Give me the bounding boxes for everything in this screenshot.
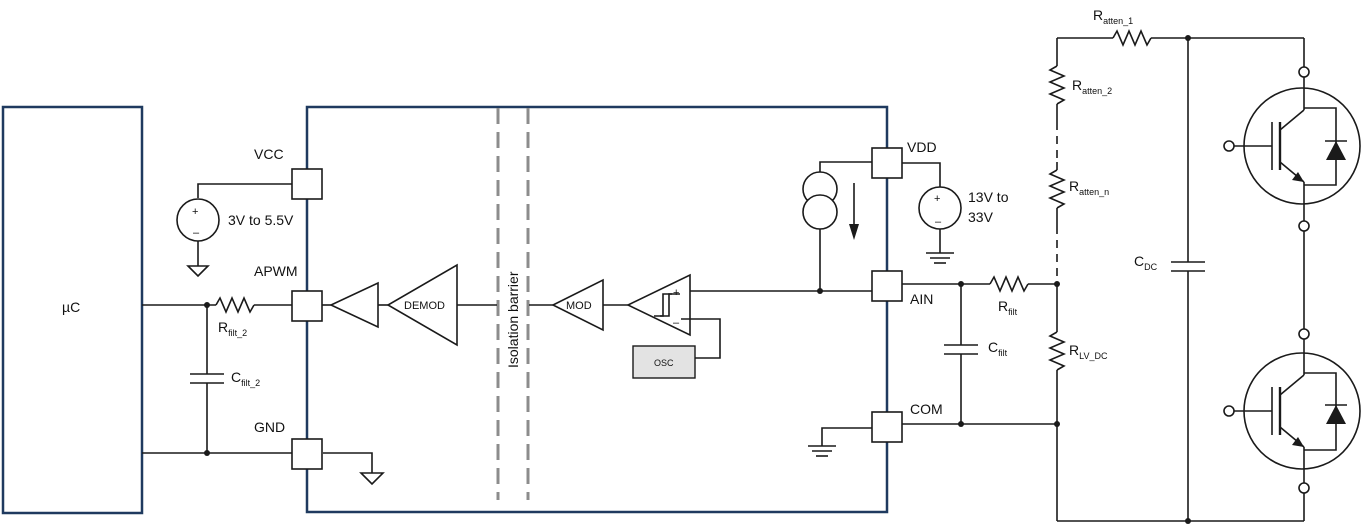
pin-apwm (291, 290, 323, 322)
demodulator (386, 263, 497, 347)
internal-ground (808, 427, 872, 457)
cfilt-label: Cfilt (988, 339, 1008, 358)
high-supply-label-line2: 33V (968, 209, 994, 225)
modulator (529, 278, 628, 332)
pin-com (871, 411, 903, 443)
supply-minus-low: – (193, 227, 200, 239)
sigma-delta-comparator (626, 273, 872, 359)
osc-label: OSC (654, 358, 674, 368)
pin-vcc (291, 168, 323, 200)
rlvdc-label: RLV_DC (1069, 342, 1108, 361)
isolation-barrier: Isolation barrier (496, 108, 530, 500)
igbt-low-side (1223, 328, 1361, 521)
com-label: COM (910, 401, 943, 417)
igbt-high-side (1223, 38, 1361, 232)
rfilt2-label: Rfilt_2 (218, 319, 247, 338)
cdc-label: CDC (1134, 253, 1158, 272)
low-side-wiring (142, 183, 385, 486)
high-supply (902, 162, 962, 264)
ratten2-label: Ratten_2 (1072, 77, 1112, 96)
supply-plus-low: + (192, 206, 198, 218)
isolation-barrier-label: Isolation barrier (505, 271, 521, 368)
comparator-plus: + (673, 287, 679, 299)
pin-ain (871, 270, 903, 302)
mod-label: MOD (566, 300, 592, 312)
high-supply-label-line1: 13V to (968, 189, 1009, 205)
supply-minus-high: – (935, 216, 942, 228)
comparator-minus: – (673, 317, 680, 329)
current-source (802, 161, 872, 291)
low-supply-voltage-label: 3V to 5.5V (228, 212, 294, 228)
pin-gnd (291, 438, 323, 470)
cfilt2-label: Cfilt_2 (231, 369, 260, 388)
gnd-label: GND (254, 419, 285, 435)
rattenn-label: Ratten_n (1069, 178, 1109, 197)
rfilt-label: Rfilt (998, 298, 1018, 317)
apwm-label: APWM (254, 263, 298, 279)
attenuation-chain (1047, 28, 1304, 524)
ratten1-label: Ratten_1 (1093, 7, 1133, 26)
demod-label: DEMOD (404, 300, 445, 312)
vdd-label: VDD (907, 139, 937, 155)
microcontroller-block: µC (1, 105, 144, 515)
oscillator (632, 345, 696, 379)
pin-vdd (871, 147, 903, 179)
supply-plus-high: + (934, 193, 940, 205)
output-buffer (322, 281, 388, 329)
microcontroller-label: µC (62, 299, 80, 315)
ain-label: AIN (910, 291, 933, 307)
vcc-label: VCC (254, 146, 284, 162)
